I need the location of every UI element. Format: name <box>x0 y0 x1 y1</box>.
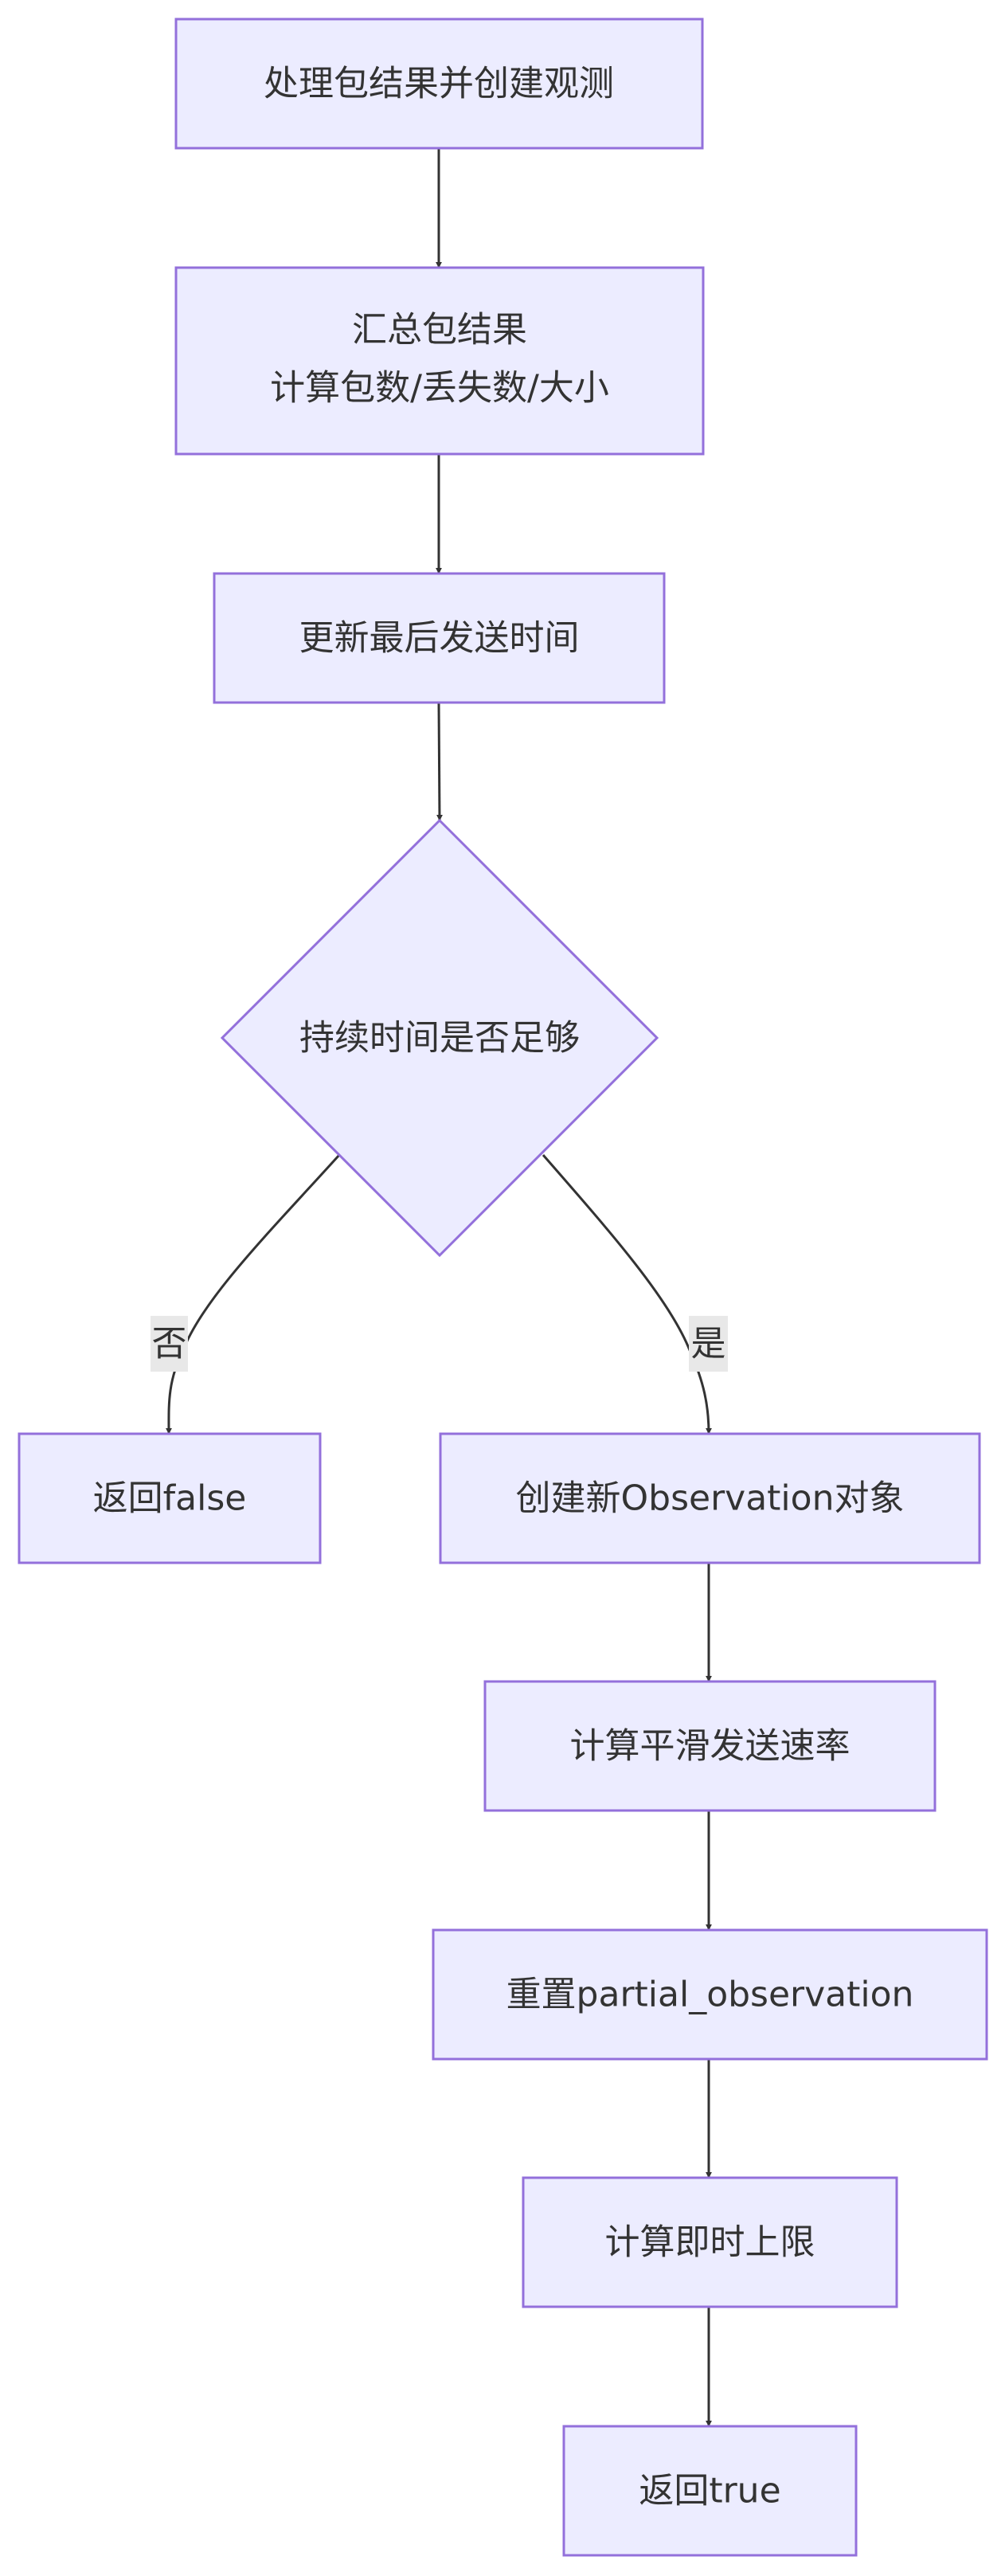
node-return-true-label: 返回true <box>639 2471 780 2511</box>
node-reset-partial: 重置partial_observation <box>432 1928 988 2061</box>
node-update-time-label: 更新最后发送时间 <box>299 618 580 659</box>
node-instant-limit: 计算即时上限 <box>522 2176 898 2308</box>
node-smooth-rate: 计算平滑发送速率 <box>483 1680 937 1812</box>
edge-label-yes: 是 <box>689 1316 728 1372</box>
node-smooth-rate-label: 计算平滑发送速率 <box>570 1726 851 1767</box>
edge-decision-to-false <box>165 1153 341 1435</box>
node-summarize: 汇总包结果 计算包数/丢失数/大小 <box>174 266 705 456</box>
node-summarize-label-line2: 计算包数/丢失数/大小 <box>270 368 609 409</box>
edge-label-no: 否 <box>151 1316 188 1372</box>
node-instant-limit-label: 计算即时上限 <box>605 2222 815 2263</box>
node-return-false: 返回false <box>18 1432 322 1564</box>
node-return-true: 返回true <box>562 2425 858 2557</box>
node-create-observation-label: 创建新Observation对象 <box>516 1478 905 1519</box>
edge-label-yes-text: 是 <box>691 1324 726 1364</box>
node-update-time: 更新最后发送时间 <box>213 572 666 704</box>
node-return-false-label: 返回false <box>93 1478 247 1519</box>
node-process-results: 处理包结果并创建观测 <box>174 18 704 150</box>
node-decision-label: 持续时间是否足够 <box>299 1018 580 1059</box>
node-summarize-label-line1: 汇总包结果 <box>352 310 527 350</box>
edge-decision-to-create <box>542 1154 712 1435</box>
edges <box>165 148 712 2427</box>
node-reset-partial-label: 重置partial_observation <box>506 1975 914 2015</box>
node-decision: 持续时间是否足够 <box>220 818 659 1258</box>
edge-update-to-decision <box>436 702 443 821</box>
node-create-observation: 创建新Observation对象 <box>439 1432 981 1564</box>
node-process-results-label: 处理包结果并创建观测 <box>264 64 614 104</box>
edge-label-no-text: 否 <box>152 1324 187 1364</box>
